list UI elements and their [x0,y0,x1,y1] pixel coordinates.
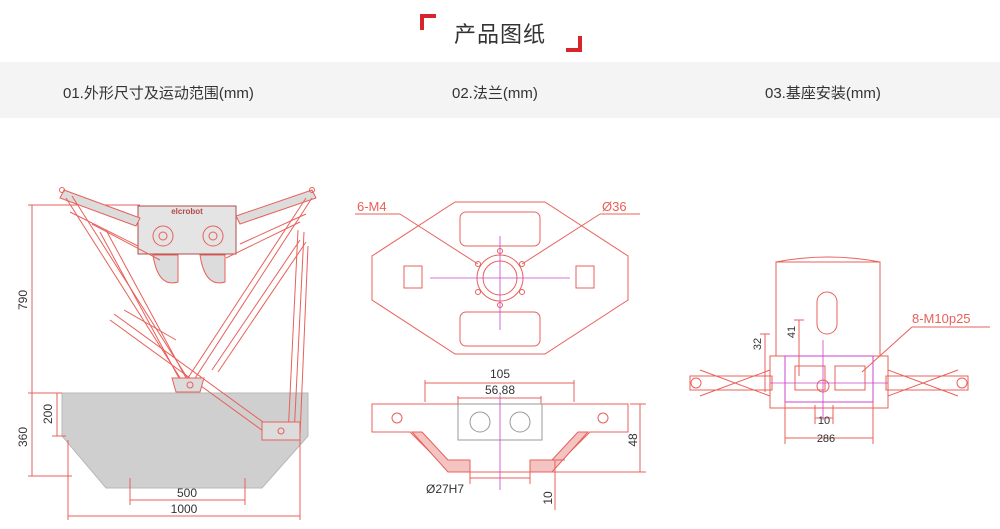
section-header: 产品图纸 [0,0,1000,62]
motor-right [202,225,224,247]
dim-5688-label: 56,88 [485,383,515,397]
title-bracket-right-icon [566,36,582,52]
dim-360-label: 360 [16,427,30,447]
dim-bore-label: Ø27H7 [426,482,464,496]
base-housing [775,261,881,357]
motor-left [152,225,174,247]
drawing-flange [355,201,646,510]
dim-286-label: 286 [817,433,835,445]
callout-8m10p25: 8-M10p25 [912,311,971,326]
callout-d36: Ø36 [602,199,627,214]
label-base-mounting: 03.基座安装(mm) [765,85,881,102]
arm-left [689,375,773,391]
flange-top-view [371,201,629,355]
dim-105-label: 105 [490,367,510,381]
drawing-robot-outline [28,187,317,520]
title-bracket-left-icon [420,14,436,30]
arm-right [885,375,969,391]
dim-500-label: 500 [177,486,197,500]
upper-arm-left [59,189,141,227]
dim-1000-label: 1000 [171,502,198,516]
drawing-label-bar [0,62,1000,118]
link-left-a [65,197,185,385]
upper-arm-right [235,189,317,225]
dim-790-label: 790 [16,290,30,310]
dim-32-label: 32 [752,338,764,350]
dim-10-label-base: 10 [818,415,830,427]
dim-200-label: 200 [41,404,55,424]
dim-48-label: 48 [626,433,640,447]
section-title: 产品图纸 [453,22,546,47]
drawing-base-mount [689,256,990,444]
drawings-canvas: elcrobot 790 200 360 500 1000 [16,187,990,520]
callout-6m4: 6-M4 [357,199,387,214]
label-dimensions-range: 01.外形尺寸及运动范围(mm) [63,85,254,102]
end-effector [171,377,205,393]
brand-text: elcrobot [171,207,203,216]
dim-10-label: 10 [541,491,555,505]
mount-plate [769,355,889,409]
label-flange: 02.法兰(mm) [452,85,538,102]
link-right-a [183,197,307,385]
dim-41-label: 41 [786,326,798,338]
